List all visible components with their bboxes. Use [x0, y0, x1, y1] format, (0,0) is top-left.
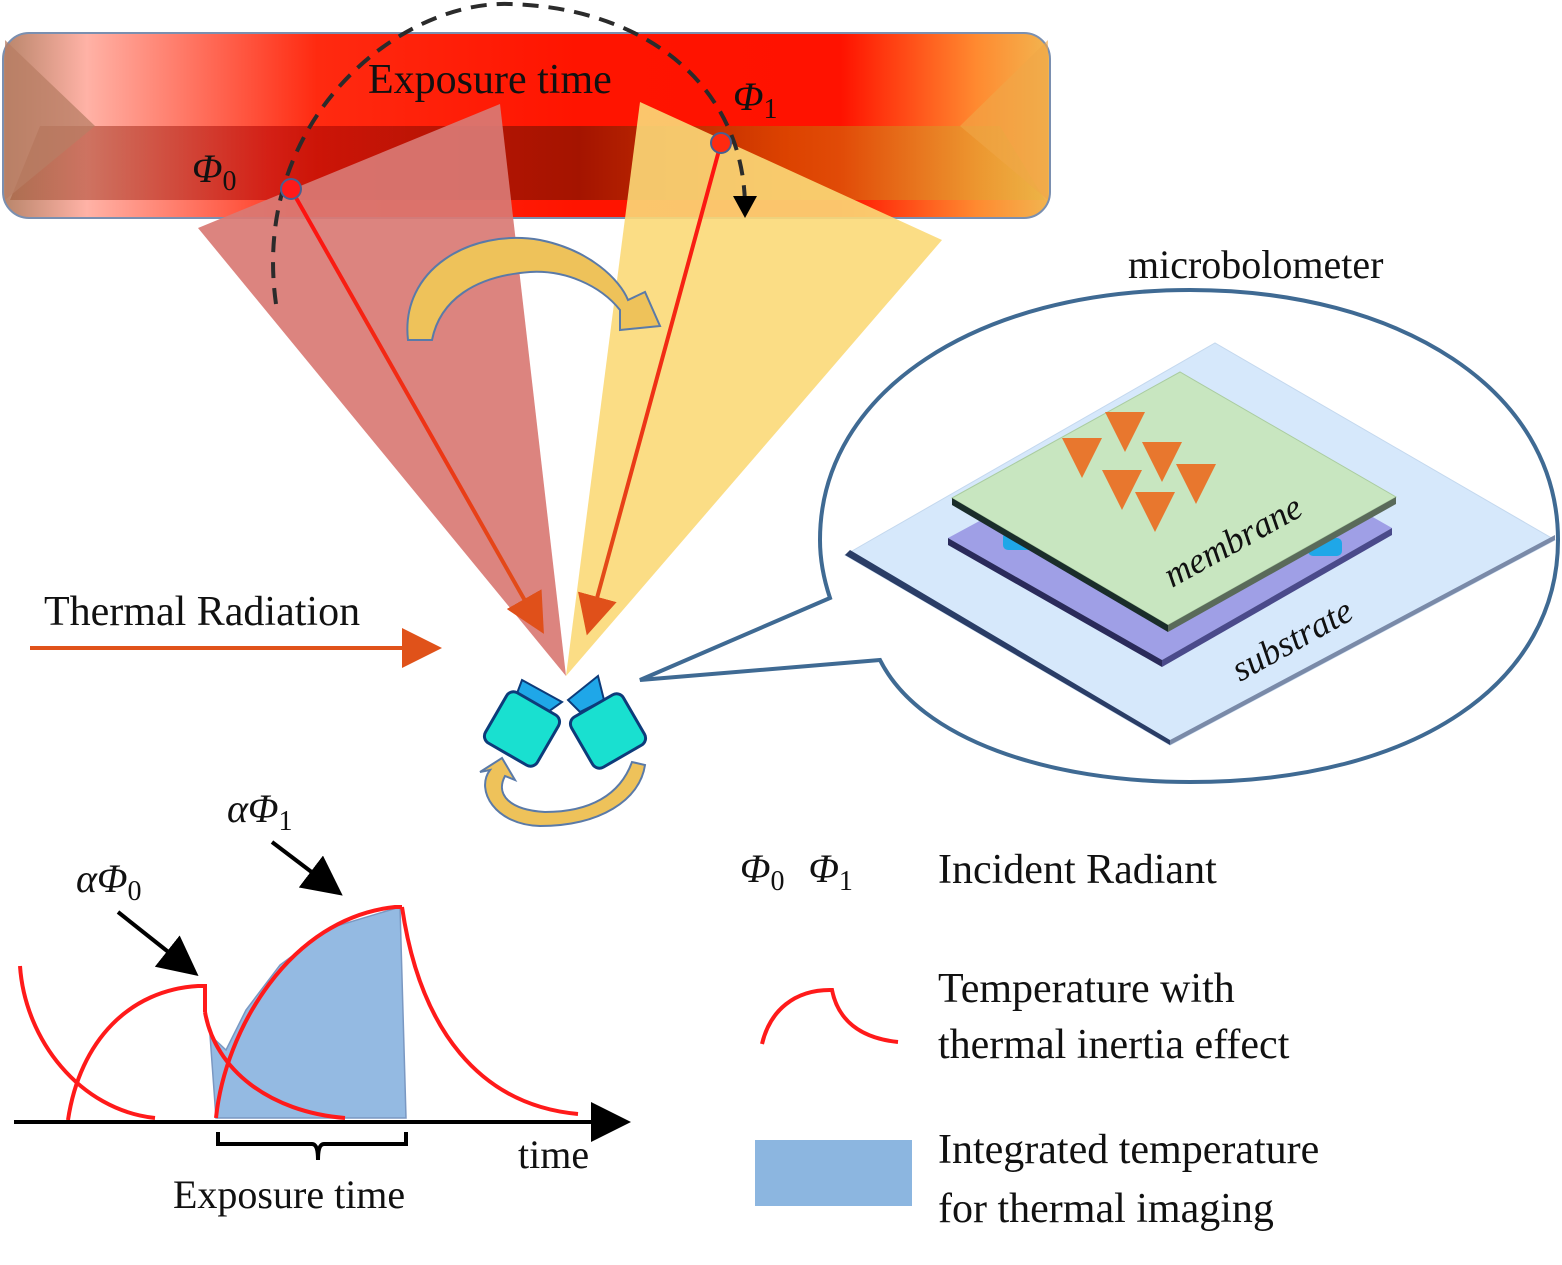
exposure-arc: [271, 1, 747, 305]
point-phi1: [710, 132, 732, 154]
incident-arrows: [1062, 328, 1216, 532]
ray-phi0: [289, 188, 544, 634]
alpha-phi0-label: αΦ0: [76, 856, 141, 907]
phi1-label: Φ1: [733, 74, 777, 125]
alpha-phi1-label: αΦ1: [227, 786, 292, 837]
exposure-brace: [216, 1132, 408, 1161]
microbolometer-callout: [639, 287, 1561, 785]
thermal-radiation-label: Thermal Radiation: [44, 589, 360, 635]
detector: [482, 674, 648, 770]
ray-phi1: [578, 142, 723, 636]
microbolometer-title: microbolometer: [1128, 242, 1383, 287]
time-axis-label: time: [518, 1132, 589, 1177]
arrow-phi0: [116, 910, 199, 976]
plot-exposure-label: Exposure time: [173, 1172, 405, 1217]
rotation-arrow-bottom: [479, 756, 647, 828]
cone-phi1: [566, 102, 942, 676]
curve-decay-left: [18, 965, 156, 1120]
legend-radiant-label: Incident Radiant: [938, 847, 1217, 893]
legend-integrated-swatch: [755, 1140, 912, 1206]
curve-decay-phi0: [203, 1011, 346, 1120]
phi0-label: Φ0: [192, 146, 236, 197]
integrated-area: [209, 906, 407, 1119]
temperature-plot: [14, 840, 631, 1161]
legend-integrated-line1: Integrated temperature: [938, 1127, 1319, 1173]
curve-rise-phi1: [214, 905, 402, 1119]
legend-temperature-swatch: [760, 988, 899, 1045]
curve-decay-phi1: [400, 906, 579, 1116]
legend-integrated-line2: for thermal imaging: [938, 1186, 1274, 1232]
point-phi0: [280, 178, 302, 200]
bar-exposure-label: Exposure time: [368, 57, 612, 103]
legend-temperature-line1: Temperature with: [938, 966, 1235, 1012]
curve-rise-phi0: [66, 984, 207, 1121]
rotation-arrow-top: [406, 237, 662, 341]
exposure-arc-arrowhead: [733, 196, 757, 218]
legend-temperature-line2: thermal inertia effect: [938, 1022, 1290, 1068]
arrow-phi1: [270, 840, 343, 896]
